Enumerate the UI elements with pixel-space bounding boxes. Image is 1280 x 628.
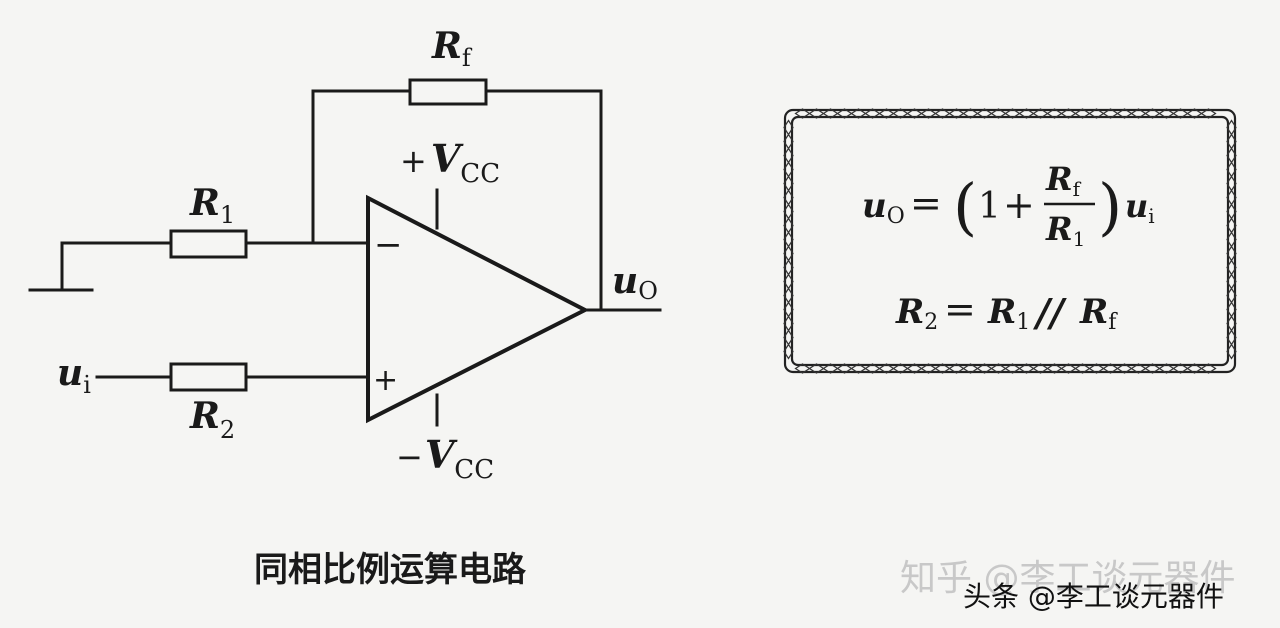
formula-balance: R2 = R1 // Rf xyxy=(895,287,1118,335)
diagram-caption: 同相比例运算电路 xyxy=(254,550,527,590)
svg-text:+: + xyxy=(1003,183,1035,227)
svg-text:1: 1 xyxy=(978,186,1001,227)
svg-text:=: = xyxy=(910,181,942,225)
formula-frame xyxy=(783,108,1237,374)
svg-text:R1: R1 xyxy=(987,292,1030,335)
frame-chain-link xyxy=(1200,108,1217,119)
resistor-r1 xyxy=(169,229,248,259)
watermark-faint: 知乎 @李工谈元器件 xyxy=(900,558,1235,599)
vcc-neg-label: −VCC xyxy=(396,432,494,485)
frame-chain-link xyxy=(1200,363,1217,374)
inverting-input-sign: − xyxy=(374,225,403,265)
formula-gain: uO = ( 1 + Rf R1 ) ui xyxy=(862,160,1155,251)
watermark-bold: 头条 @李工谈元器件 xyxy=(963,580,1224,613)
frame-chain-link xyxy=(783,343,794,360)
r1-label: R1 xyxy=(189,182,235,229)
svg-text:Rf: Rf xyxy=(1045,160,1082,201)
frame-chain-link xyxy=(1226,343,1237,360)
svg-text:(: ( xyxy=(953,170,977,243)
feedback-path xyxy=(311,89,603,312)
vcc-pos-label: +VCC xyxy=(400,136,500,189)
ground-symbol xyxy=(28,241,94,292)
resistor-r2 xyxy=(169,362,248,392)
r2-label: R2 xyxy=(189,395,235,444)
svg-text://: // xyxy=(1032,290,1067,335)
op-amp-triangle xyxy=(366,194,590,424)
svg-text:=: = xyxy=(944,287,976,331)
svg-text:): ) xyxy=(1098,170,1122,243)
noninverting-input-sign: + xyxy=(373,363,398,398)
svg-text:uO: uO xyxy=(862,186,905,229)
svg-text:R1: R1 xyxy=(1045,210,1085,251)
svg-text:Rf: Rf xyxy=(1079,292,1118,335)
input-label: ui xyxy=(57,352,91,399)
rf-label: Rf xyxy=(431,25,473,72)
svg-text:R2: R2 xyxy=(895,292,938,335)
resistor-rf xyxy=(408,78,488,106)
svg-text:ui: ui xyxy=(1125,187,1155,228)
output-label: uO xyxy=(612,260,658,305)
